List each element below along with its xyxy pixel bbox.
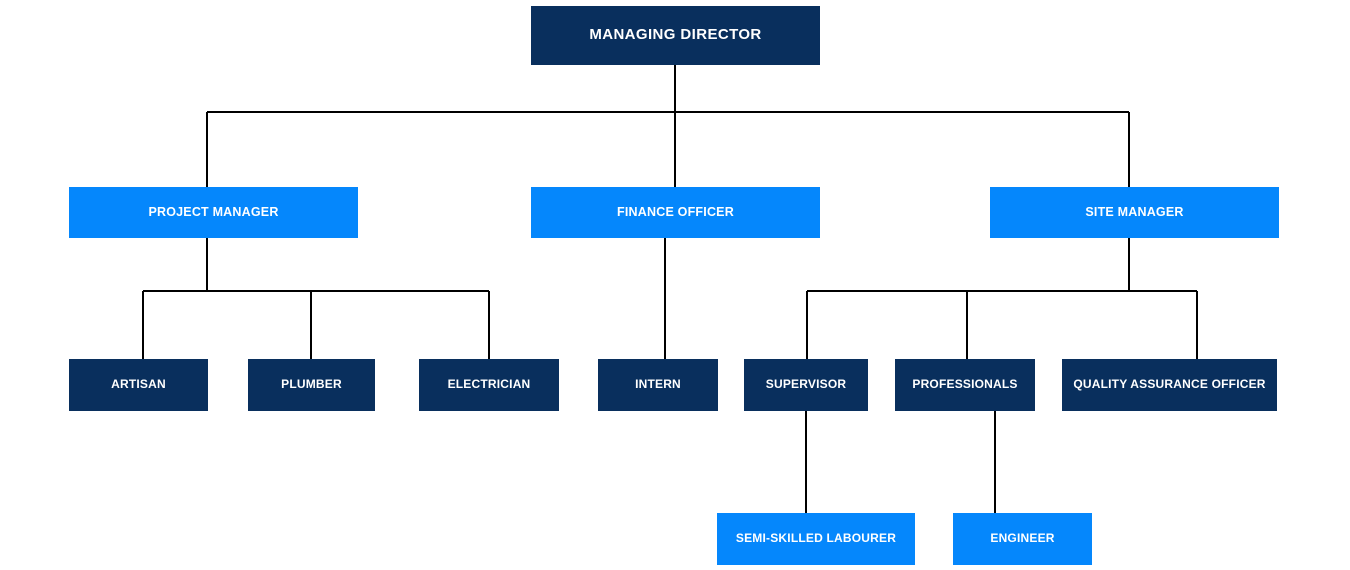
node-managing-director[interactable]: MANAGING DIRECTOR [531, 6, 820, 65]
node-label: PROJECT MANAGER [148, 204, 279, 219]
node-engineer[interactable]: ENGINEER [953, 513, 1092, 565]
node-label: MANAGING DIRECTOR [589, 26, 762, 44]
node-label: QUALITY ASSURANCE OFFICER [1073, 377, 1266, 392]
node-label: PROFESSIONALS [912, 377, 1018, 392]
node-supervisor[interactable]: SUPERVISOR [744, 359, 868, 411]
node-artisan[interactable]: ARTISAN [69, 359, 208, 411]
node-label: SEMI-SKILLED LABOURER [735, 531, 897, 546]
node-label: INTERN [635, 377, 681, 392]
node-electrician[interactable]: ELECTRICIAN [419, 359, 559, 411]
node-project-manager[interactable]: PROJECT MANAGER [69, 187, 358, 238]
node-label: FINANCE OFFICER [617, 204, 734, 219]
node-label: SUPERVISOR [765, 377, 847, 392]
node-finance-officer[interactable]: FINANCE OFFICER [531, 187, 820, 238]
node-professionals[interactable]: PROFESSIONALS [895, 359, 1035, 411]
node-semi-skilled-labourer[interactable]: SEMI-SKILLED LABOURER [717, 513, 915, 565]
node-intern[interactable]: INTERN [598, 359, 718, 411]
node-label: SITE MANAGER [1085, 204, 1184, 219]
node-label: ENGINEER [990, 531, 1055, 546]
node-plumber[interactable]: PLUMBER [248, 359, 375, 411]
node-quality-assurance-officer[interactable]: QUALITY ASSURANCE OFFICER [1062, 359, 1277, 411]
node-label: ARTISAN [111, 377, 166, 392]
node-label: ELECTRICIAN [447, 377, 531, 392]
node-label: PLUMBER [281, 377, 342, 392]
connector-lines [142, 65, 1198, 513]
node-site-manager[interactable]: SITE MANAGER [990, 187, 1279, 238]
